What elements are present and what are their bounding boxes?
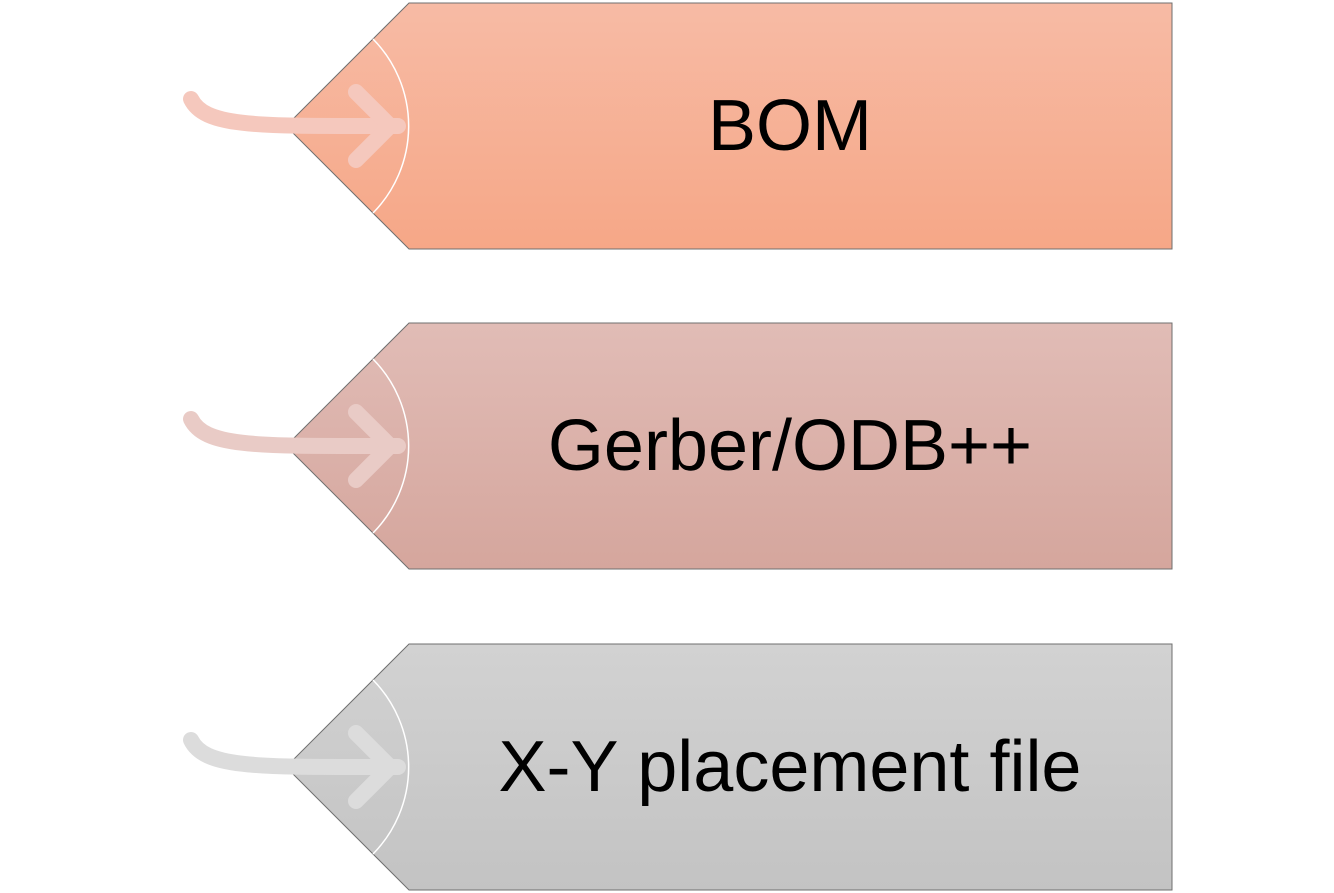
tag-xy-placement-file: X-Y placement file [183,643,1173,891]
curved-arrow-icon [183,84,406,168]
tag-label: Gerber/ODB++ [548,406,1032,486]
tag-hole-arc [372,38,410,214]
tag-hole-arc [372,679,410,855]
tag-shape [285,643,1173,891]
tag-shape [285,2,1173,250]
curved-arrow-icon [183,404,406,488]
tag-hole-arc [372,358,410,534]
tag-label: BOM [708,86,872,166]
tag-shape [285,322,1173,570]
tag-bom: BOM [183,2,1173,250]
curved-arrow-icon [183,725,406,809]
tag-gerber-odb: Gerber/ODB++ [183,322,1173,570]
tag-label: X-Y placement file [499,727,1082,807]
